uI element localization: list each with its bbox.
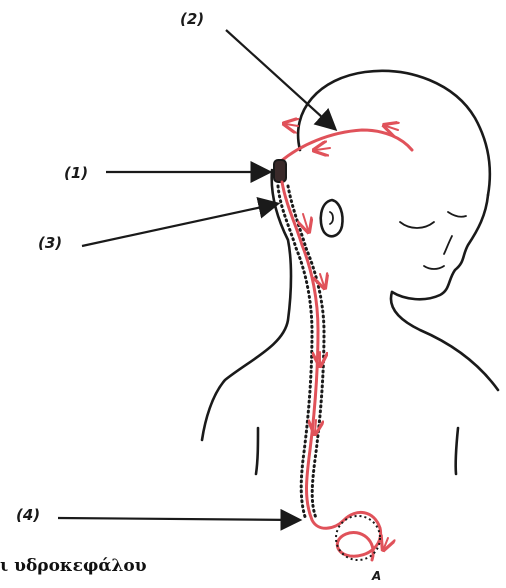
label-1: (1) (64, 164, 88, 182)
arm-left (256, 428, 258, 474)
eye (400, 222, 434, 228)
label-a: A (371, 569, 381, 583)
shunt-system (274, 124, 412, 560)
arm-right (456, 428, 458, 474)
caption: ι υδροκεφάλου (0, 556, 147, 576)
distal-catheter (282, 182, 381, 560)
label-3: (3) (38, 234, 62, 252)
callouts (58, 30, 334, 520)
chest-outline (391, 292, 498, 390)
label-4: (4) (16, 506, 40, 524)
face-outline (392, 195, 488, 299)
nose (444, 236, 452, 254)
arrow-3 (82, 204, 276, 246)
arrow-4 (58, 518, 298, 520)
head-outline (298, 71, 490, 195)
mouth (424, 266, 444, 269)
ear (321, 200, 343, 236)
label-2: (2) (180, 10, 204, 28)
arrow-2 (226, 30, 334, 128)
valve-reservoir (274, 160, 286, 182)
